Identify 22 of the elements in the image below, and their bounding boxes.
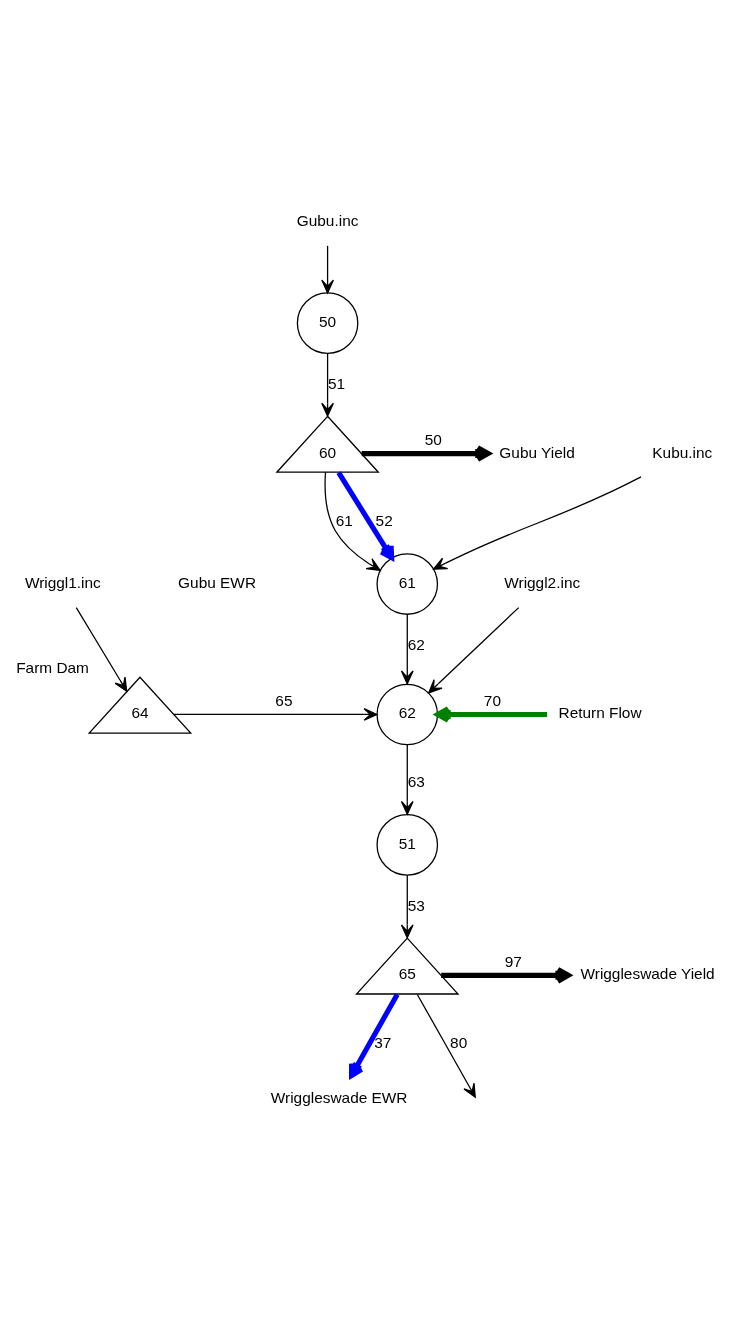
edge-label: 65: [275, 691, 293, 709]
label: Gubu EWR: [178, 573, 257, 591]
node-text: Wriggleswade Yield: [580, 964, 715, 982]
edge-label: 62: [407, 635, 425, 653]
edge-label: 51: [328, 374, 346, 392]
edge-label: 37: [374, 1033, 392, 1051]
node-text: Wriggl2.inc: [504, 573, 581, 591]
edge-label: 61: [335, 511, 353, 529]
node-text: Wriggleswade EWR: [270, 1088, 408, 1106]
node-label: Farm Dam: [16, 658, 89, 676]
node-text: Gubu Yield: [499, 443, 575, 461]
node-text: Gubu.inc: [296, 211, 359, 229]
node-text: Kubu.inc: [652, 443, 713, 461]
edge-label: 97: [504, 952, 522, 970]
edge-label: 63: [407, 772, 425, 790]
edge-label: 53: [407, 896, 425, 914]
edge-label: 70: [483, 691, 501, 709]
edge-label: 50: [424, 430, 442, 448]
edge-label: 80: [450, 1033, 468, 1051]
node-text: Wriggl1.inc: [24, 573, 101, 591]
node-text: Return Flow: [558, 703, 642, 721]
edge-label: 52: [375, 511, 393, 529]
